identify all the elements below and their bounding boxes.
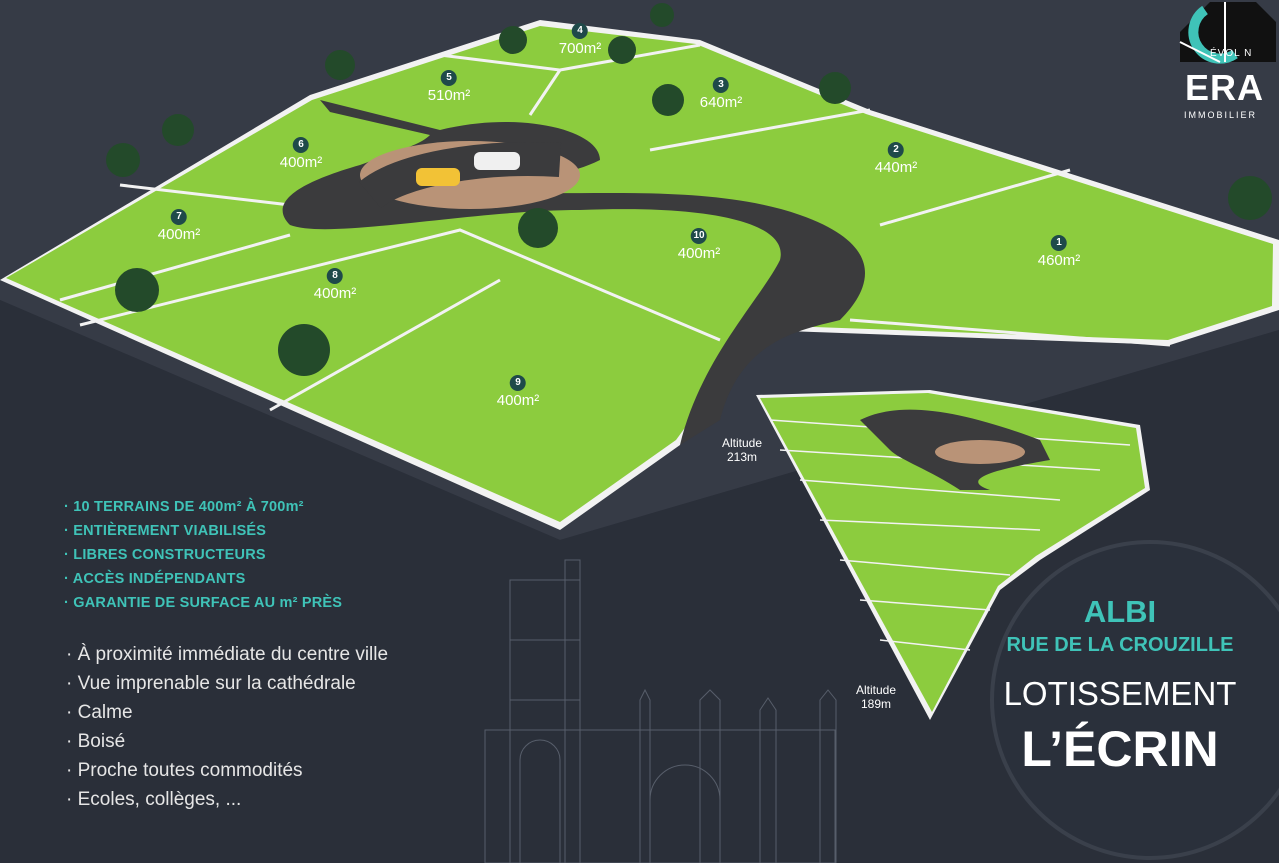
logo-brand: ERA	[1185, 67, 1265, 108]
cathedral-drawing	[484, 559, 837, 863]
development-name: L’ÉCRIN	[1021, 721, 1219, 777]
plot-number: 6	[293, 137, 309, 153]
plot-label-2: 2 440m²	[874, 142, 918, 176]
perk-item: · Vue imprenable sur la cathédrale	[66, 673, 356, 694]
plot-number: 3	[713, 77, 729, 93]
feature-item: · 10 TERRAINS DE 400m² À 700m²	[64, 499, 304, 515]
plot-area: 640m²	[699, 94, 743, 111]
perk-item: · À proximité immédiate du centre ville	[66, 644, 389, 665]
feature-item: · LIBRES CONSTRUCTEURS	[64, 547, 266, 563]
plot-label-10: 10 400m²	[677, 228, 721, 262]
era-logo-icon	[1179, 2, 1276, 64]
logo-subtitle: IMMOBILIER	[1184, 110, 1258, 120]
plot-area: 400m²	[157, 226, 201, 243]
plot-number: 1	[1051, 235, 1067, 251]
altitude-value: 213m	[727, 450, 758, 464]
feature-item: · ACCÈS INDÉPENDANTS	[64, 571, 246, 587]
plot-number: 4	[572, 23, 588, 39]
altitude-top: Altitude 213m	[722, 436, 762, 464]
main-site-plan	[0, 3, 1279, 530]
plot-label-7: 7 400m²	[157, 209, 201, 243]
title-badge	[990, 540, 1279, 860]
logo-tagline: ÉVOL N	[1210, 48, 1253, 59]
altitude-value: 189m	[861, 697, 892, 711]
perk-item: · Boisé	[66, 731, 126, 752]
plot-number: 9	[510, 375, 526, 391]
plot-number: 10	[691, 228, 707, 244]
plot-number: 2	[888, 142, 904, 158]
plot-number: 5	[441, 70, 457, 86]
plot-area: 440m²	[874, 159, 918, 176]
feature-item: · GARANTIE DE SURFACE AU m² PRÈS	[64, 595, 343, 611]
plot-area: 700m²	[558, 40, 602, 57]
plot-label-5: 5 510m²	[427, 70, 471, 104]
altitude-label: Altitude	[722, 436, 763, 450]
plot-area: 400m²	[279, 154, 323, 171]
plot-area: 400m²	[677, 245, 721, 262]
feature-item: · ENTIÈREMENT VIABILISÉS	[64, 523, 267, 539]
perk-list: · À proximité immédiate du centre ville …	[66, 640, 388, 814]
plot-label-3: 3 640m²	[699, 77, 743, 111]
street-name: RUE DE LA CROUZILLE	[1006, 634, 1234, 656]
city-title: ALBI	[1083, 594, 1157, 629]
plot-area: 400m²	[313, 285, 357, 302]
altitude-bottom: Altitude 189m	[856, 683, 896, 711]
plot-label-1: 1 460m²	[1037, 235, 1081, 269]
overview-site-plan	[756, 390, 1150, 720]
plot-label-6: 6 400m²	[279, 137, 323, 171]
plot-area: 400m²	[496, 392, 540, 409]
feature-list: · 10 TERRAINS DE 400m² À 700m² · ENTIÈRE…	[64, 495, 342, 615]
perk-item: · Ecoles, collèges, ...	[66, 789, 242, 810]
development-type: LOTISSEMENT	[1003, 675, 1237, 712]
plot-area: 460m²	[1037, 252, 1081, 269]
plot-label-4: 4 700m²	[558, 23, 602, 57]
plot-label-9: 9 400m²	[496, 375, 540, 409]
perk-item: · Calme	[66, 702, 133, 723]
plot-number: 8	[327, 268, 343, 284]
plot-label-8: 8 400m²	[313, 268, 357, 302]
perk-item: · Proche toutes commodités	[66, 760, 303, 781]
plot-number: 7	[171, 209, 187, 225]
altitude-label: Altitude	[856, 683, 897, 697]
plot-area: 510m²	[427, 87, 471, 104]
